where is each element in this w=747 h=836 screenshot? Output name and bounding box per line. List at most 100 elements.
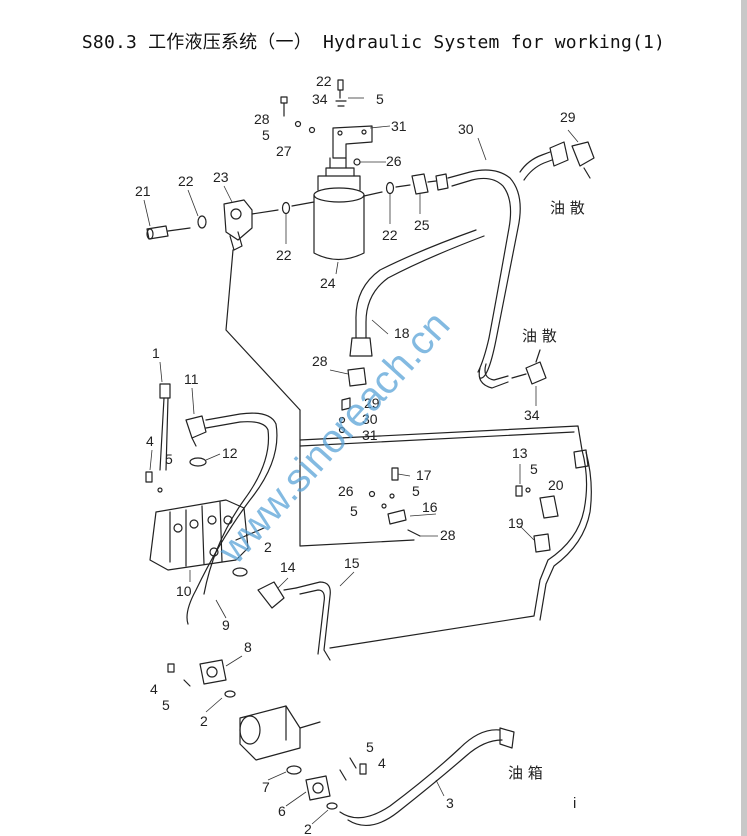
callout-34-top: 34 xyxy=(312,91,328,107)
oring-7 xyxy=(286,765,302,775)
callout-4-b: 4 xyxy=(150,681,158,697)
callout-30-mid: 30 xyxy=(362,411,378,427)
callout-20: 20 xyxy=(548,477,564,493)
bolt-33 xyxy=(337,79,344,99)
oring-22-left xyxy=(197,215,207,229)
handle-1 xyxy=(159,383,171,399)
callout-26-mid: 26 xyxy=(338,483,354,499)
callout-4-c: 4 xyxy=(378,755,386,771)
callout-22-b: 22 xyxy=(276,247,292,263)
fitting-34 xyxy=(525,361,547,385)
label-oil-cooler-mid: 油 散 xyxy=(522,327,557,345)
callout-33: 22 xyxy=(316,73,332,89)
flange-6 xyxy=(305,775,331,801)
oring-22-mid xyxy=(281,201,291,215)
callout-31-mid: 31 xyxy=(362,427,378,443)
washer-27 xyxy=(308,126,316,134)
callout-25: 25 xyxy=(414,217,430,233)
callout-22-a: 22 xyxy=(178,173,194,189)
callout-30-top: 29 xyxy=(560,109,576,125)
callout-31-top: 30 xyxy=(458,121,474,137)
elbow-11 xyxy=(185,415,207,439)
callout-2-pump: 2 xyxy=(200,713,208,729)
callout-22-c: 22 xyxy=(382,227,398,243)
valve-10 xyxy=(149,499,249,571)
washer-5-top xyxy=(294,120,302,128)
manifold-box xyxy=(299,409,415,547)
hose-9 xyxy=(186,412,278,625)
callout-10: 10 xyxy=(176,583,192,599)
callout-12: 12 xyxy=(222,445,238,461)
callout-18: 18 xyxy=(394,325,410,341)
adapter-23 xyxy=(223,199,253,241)
callout-9: 9 xyxy=(222,617,230,633)
callout-4-a: 4 xyxy=(146,433,154,449)
callout-23: 23 xyxy=(213,169,229,185)
elbow-30 xyxy=(571,141,595,167)
callout-24: 24 xyxy=(320,275,336,291)
filter-24 xyxy=(313,194,365,261)
callout-5-valve: 5 xyxy=(165,451,173,467)
page-title: S80.3 工作液压系统（一） Hydraulic System for wor… xyxy=(81,32,666,53)
fitting-20 xyxy=(539,495,559,519)
fitting-30 xyxy=(549,141,569,167)
callout-1: 1 xyxy=(152,345,160,361)
callout-2-bottom: 2 xyxy=(304,821,312,836)
callout-16: 16 xyxy=(422,499,438,515)
callout-26-top: 26 xyxy=(386,153,402,169)
callout-5-right: 5 xyxy=(530,461,538,477)
bracket-16 xyxy=(387,509,407,525)
tube-15 xyxy=(295,581,331,661)
nut-18 xyxy=(349,337,373,357)
callout-21: 21 xyxy=(135,183,151,199)
callout-34-mid: 34 xyxy=(524,407,540,423)
oring-22-right xyxy=(385,181,395,195)
hose-31 xyxy=(447,169,521,379)
plug-21 xyxy=(146,225,169,240)
callout-28-mid: 28 xyxy=(440,527,456,543)
callout-5-mid-b: 5 xyxy=(350,503,358,519)
callout-29-a: 28 xyxy=(312,353,328,369)
page-edge xyxy=(741,0,747,836)
callout-11: 11 xyxy=(184,371,199,387)
callout-32: 31 xyxy=(391,118,407,134)
callout-29-b: 29 xyxy=(364,395,380,411)
hose-18 xyxy=(355,229,477,339)
callout-13: 13 xyxy=(512,445,528,461)
fitting-25 xyxy=(411,173,429,195)
callout-28-top: 28 xyxy=(254,111,270,127)
callouts: 22 34 5 28 31 5 30 29 27 26 21 22 23 25 … xyxy=(135,73,576,836)
bracket-32 xyxy=(332,125,373,159)
callout-7: 7 xyxy=(262,779,270,795)
leader-line xyxy=(225,249,301,411)
tube-right xyxy=(299,425,588,649)
label-oil-tank: 油 箱 xyxy=(508,764,543,782)
label-oil-cooler-top: 油 散 xyxy=(550,199,585,217)
callout-27: 27 xyxy=(276,143,292,159)
plate-8 xyxy=(199,659,227,685)
bolt-28 xyxy=(280,96,288,117)
callout-14: 14 xyxy=(280,559,296,575)
callout-8: 8 xyxy=(244,639,252,655)
callout-5-mid-a: 5 xyxy=(412,483,420,499)
callout-17: 17 xyxy=(416,467,432,483)
watermark: www.sinoreach.cn xyxy=(209,303,458,573)
pump-body xyxy=(239,705,301,761)
oring-12 xyxy=(189,457,207,467)
callout-6: 6 xyxy=(278,803,286,819)
callout-15: 15 xyxy=(344,555,360,571)
fitting-19 xyxy=(533,533,551,553)
nut-26-top xyxy=(353,158,361,166)
callout-5-top: 5 xyxy=(376,91,384,107)
callout-5-pump: 5 xyxy=(162,697,170,713)
callout-3: 3 xyxy=(446,795,454,811)
elbow-14 xyxy=(257,581,285,609)
callout-19: 19 xyxy=(508,515,524,531)
fitting-29 xyxy=(347,367,367,387)
callout-5-bottom: 5 xyxy=(366,739,374,755)
callout-5-left: 5 xyxy=(262,127,270,143)
page-marker: i xyxy=(573,795,576,812)
hose-3 xyxy=(339,729,501,819)
